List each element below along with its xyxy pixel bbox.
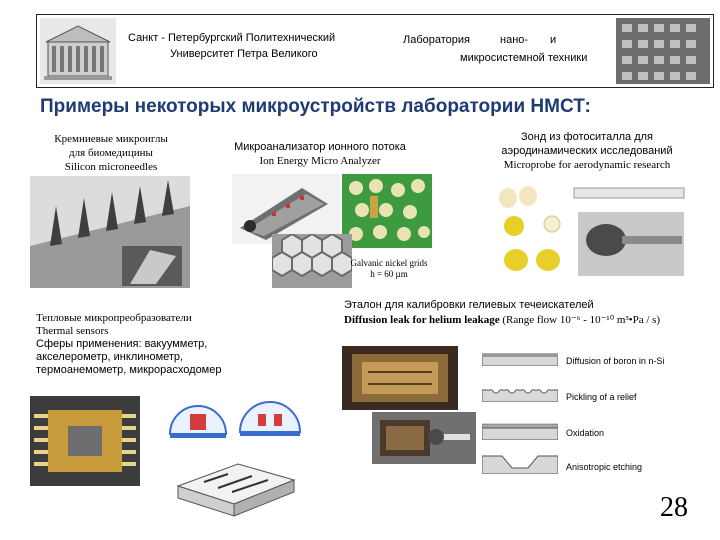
microneedles-caption-ru2: для биомедицины <box>69 147 153 159</box>
probe-caption-ru1: Зонд из фотоситалла для <box>521 131 653 143</box>
leak-caption-en: Diffusion leak for helium leakage (Range… <box>344 313 716 328</box>
leak-caption-range: (Range flow 10⁻⁶ - 10⁻¹⁰ m³•Pa / s) <box>502 314 661 326</box>
thermal-sensor-diagram-1 <box>168 405 228 438</box>
page-number: 28 <box>660 492 688 523</box>
microneedles-caption-ru1: Кремниевые микроиглы <box>54 133 168 145</box>
leak-caption-ru: Эталон для калибровки гелиевых течеискат… <box>344 299 594 311</box>
process-step-3-diagram <box>482 423 558 440</box>
university-name-line2: Университет Петра Великого <box>170 48 318 60</box>
microneedles-caption-en: Silicon microneedles <box>64 161 158 173</box>
leak-caption: Эталон для калибровки гелиевых течеискат… <box>344 298 716 328</box>
process-step-3-label: Oxidation <box>566 428 605 438</box>
lab-name-and: и <box>550 34 557 46</box>
microchip-array-photo <box>616 18 710 84</box>
process-step-1-diagram <box>482 353 558 366</box>
photositall-probe-photo <box>496 182 688 280</box>
thermal-sensor-structure-diagram <box>176 463 296 517</box>
analyzer-caption: Микроанализатор ионного потока Ion Energ… <box>222 140 418 168</box>
lab-name-word: Лаборатория <box>403 34 470 46</box>
diffusion-leak-photo-1 <box>342 346 458 410</box>
diffusion-leak-photo-2 <box>372 412 476 464</box>
thermal-sensor-chip-photo <box>30 396 140 486</box>
thermal-caption: Тепловые микропреобразователи Thermal se… <box>36 312 276 377</box>
process-step-4-diagram <box>482 455 558 474</box>
thermal-applications-line1: Сферы применения: вакуумметр, <box>36 338 208 350</box>
nickel-grids-caption-line1: Galvanic nickel grids <box>350 258 428 268</box>
microneedles-caption: Кремниевые микроиглы для биомедицины Sil… <box>26 132 196 174</box>
header-frame <box>36 14 714 88</box>
thermal-caption-ru: Тепловые микропреобразователи <box>36 312 192 324</box>
lab-name-nano: нано- <box>500 34 529 46</box>
thermal-caption-en: Thermal sensors <box>36 325 109 337</box>
nickel-grids-caption: Galvanic nickel grids h = 60 µm <box>344 258 434 280</box>
silicon-microneedles-photo <box>30 176 190 288</box>
analyzer-caption-en: Ion Energy Micro Analyzer <box>259 155 381 167</box>
thermal-applications-line3: термоанемометр, микрорасходомер <box>36 364 222 376</box>
page-title: Примеры некоторых микроустройств лаборат… <box>40 96 591 117</box>
university-name-line1: Санкт - Петербургский Политехнический <box>128 32 336 44</box>
probe-caption-en: Microprobe for aerodynamic research <box>503 159 671 171</box>
probe-caption: Зонд из фотоситалла для аэродинамических… <box>472 130 702 172</box>
process-step-2-label: Pickling of a relief <box>566 392 637 402</box>
lab-name-line2: микросистемной техники <box>460 52 588 64</box>
thermal-sensor-diagram-2 <box>238 401 302 436</box>
process-step-1-label: Diffusion of boron in n-Si <box>566 356 665 366</box>
leak-caption-en-bold: Diffusion leak for helium leakage <box>344 314 500 326</box>
process-step-2-diagram <box>482 389 558 402</box>
university-building-logo <box>40 18 116 84</box>
probe-caption-ru2: аэродинамических исследований <box>501 145 673 157</box>
honeycomb-grid-photo <box>272 234 352 288</box>
ion-analyzer-photo <box>232 174 340 244</box>
process-step-4-label: Anisotropic etching <box>566 462 643 472</box>
analyzer-caption-ru: Микроанализатор ионного потока <box>234 141 406 153</box>
thermal-applications-line2: акселерометр, инклинометр, <box>36 351 184 363</box>
nickel-grids-caption-line2: h = 60 µm <box>370 269 408 279</box>
nickel-grids-photo <box>342 174 432 248</box>
